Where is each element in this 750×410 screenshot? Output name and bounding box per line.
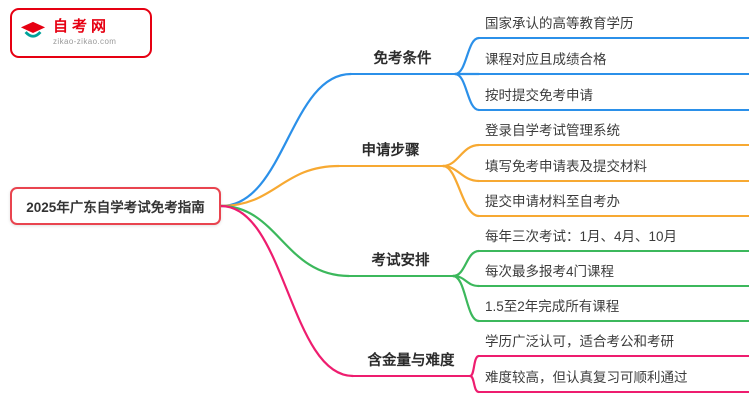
connector-branch-2-leaf-0 <box>451 249 481 278</box>
cap-top-shape <box>20 21 46 33</box>
leaf-node: 填写免考申请表及提交材料 <box>479 158 749 182</box>
leaf-node: 课程对应且成绩合格 <box>479 51 749 75</box>
leaf-node: 提交申请材料至自考办 <box>479 193 749 217</box>
logo-site-domain: zikao-zikao.com <box>53 37 117 47</box>
leaf-node: 每年三次考试：1月、4月、10月 <box>479 228 749 252</box>
logo-site-name: 自考网 <box>53 17 111 35</box>
leaf-node: 国家承认的高等教育学历 <box>479 15 749 39</box>
site-logo: 自考网 zikao-zikao.com <box>10 8 152 58</box>
connector-root-to-branch-3 <box>219 204 355 378</box>
connector-branch-2-leaf-2 <box>451 274 481 323</box>
connector-branch-1-leaf-2 <box>441 164 481 218</box>
connector-branch-1-leaf-0 <box>441 143 481 168</box>
connector-branch-3-leaf-0 <box>468 354 481 378</box>
leaf-node: 按时提交免考申请 <box>479 87 749 111</box>
branch-label-exam-schedule: 考试安排 <box>348 251 453 277</box>
leaf-node: 每次最多报考4门课程 <box>479 263 749 287</box>
branch-label-exemption-conditions: 免考条件 <box>350 49 455 75</box>
leaf-node: 难度较高，但认真复习可顺利通过 <box>479 369 749 393</box>
connector-branch-3-leaf-1 <box>468 374 481 394</box>
connector-branch-0-leaf-2 <box>453 72 481 112</box>
connector-branch-0-leaf-0 <box>453 36 481 76</box>
branch-label-application-steps: 申请步骤 <box>338 141 443 167</box>
root-node: 2025年广东自学考试免考指南 <box>10 187 221 225</box>
graduation-cap-icon <box>20 21 46 38</box>
logo-text: 自考网 zikao-zikao.com <box>53 17 117 47</box>
leaf-node: 1.5至2年完成所有课程 <box>479 298 749 322</box>
leaf-node: 登录自学考试管理系统 <box>479 122 749 146</box>
connector-root-to-branch-1 <box>219 164 341 208</box>
leaf-node: 学历广泛认可，适合考公和考研 <box>479 333 749 357</box>
connector-root-to-branch-2 <box>219 204 351 278</box>
connector-root-to-branch-0 <box>219 72 353 208</box>
cap-swoosh-shape <box>24 31 42 38</box>
branch-label-value-difficulty: 含金量与难度 <box>352 351 470 377</box>
